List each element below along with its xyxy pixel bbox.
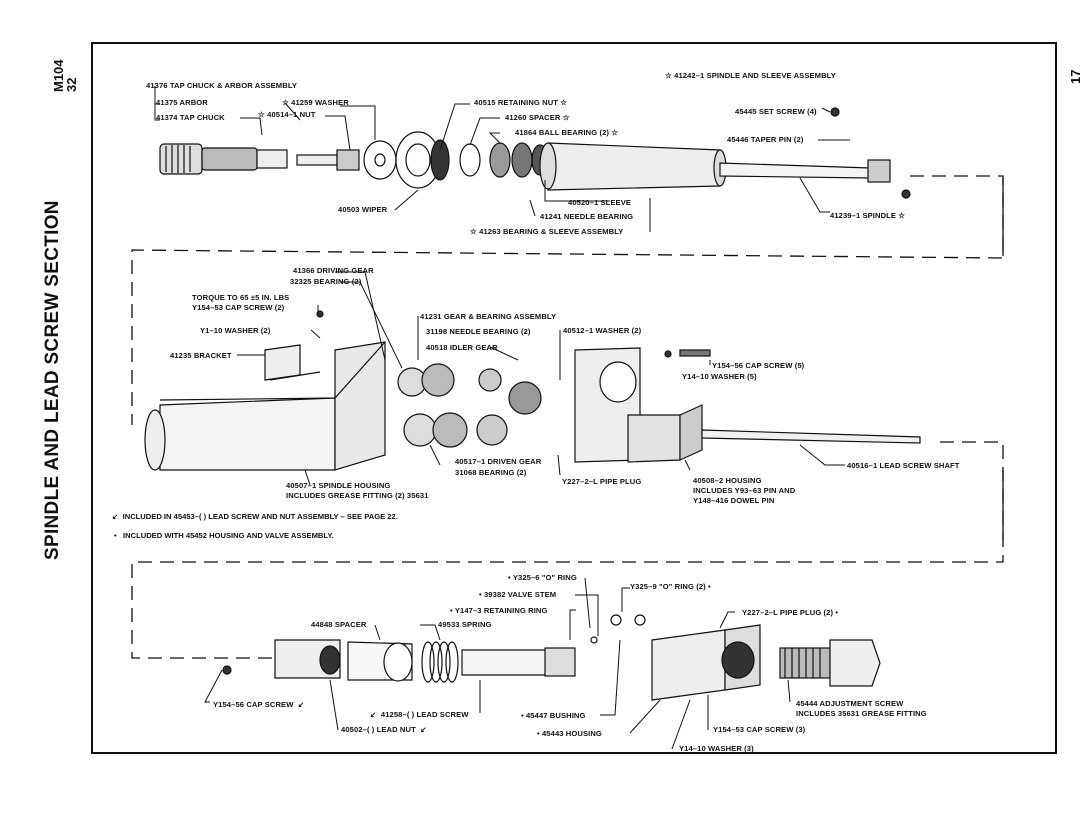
- label-washer: ☆ 41259 WASHER: [282, 98, 349, 107]
- retaining-nut-shape: [430, 139, 450, 181]
- label-arbor: 41375 ARBOR: [156, 98, 208, 107]
- label-set-screw: 45445 SET SCREW (4): [735, 107, 817, 116]
- label-washer-40512: 40512–1 WASHER (2): [563, 326, 642, 335]
- label-needle-bearing: 41241 NEEDLE BEARING: [540, 212, 634, 221]
- label-cap-screw-3: Y154–53 CAP SCREW (3): [713, 725, 806, 734]
- spacer-44848-shape: [347, 641, 413, 682]
- label-cap-screw-56-text: Y154–56 CAP SCREW: [213, 700, 294, 709]
- section-dividers: [131, 175, 1004, 659]
- label-spring: 49533 SPRING: [438, 620, 492, 629]
- adjustment-screw-shape: [779, 639, 881, 687]
- lead-screw-parts: [222, 614, 881, 701]
- housing-40508-shape: [574, 347, 703, 463]
- label-nut: ☆ 40514–1 NUT: [258, 110, 316, 119]
- label-ball-bearing: 41864 BALL BEARING (2) ☆: [515, 128, 619, 137]
- spring-shape: [421, 641, 459, 683]
- driven-gear-shape: [403, 413, 437, 447]
- spindle-assembly-title: ☆ 41242–1 SPINDLE AND SLEEVE ASSEMBLY: [665, 71, 836, 80]
- label-driven-gear: 40517–1 DRIVEN GEAR: [455, 457, 542, 466]
- note-housing-valve-assembly: • INCLUDED WITH 45452 HOUSING AND VALVE …: [114, 531, 334, 540]
- label-sleeve: 40520–1 SLEEVE: [568, 198, 632, 207]
- label-taper-pin: 45446 TAPER PIN (2): [727, 135, 804, 144]
- label-retaining-nut: 40515 RETAINING NUT ☆: [474, 98, 568, 107]
- label-tap-chuck-arbor: 41376 TAP CHUCK & ARBOR ASSEMBLY: [146, 81, 298, 90]
- label-gear-bearing-assembly: 41231 GEAR & BEARING ASSEMBLY: [420, 312, 557, 321]
- spacer-shape: [459, 143, 481, 177]
- label-lead-screw: ↙ 41258–( ) LEAD SCREW: [370, 710, 469, 719]
- dashed-divider-2: [131, 441, 1004, 659]
- label-washer-2: Y1–10 WASHER (2): [200, 326, 271, 335]
- dashed-divider-1: [131, 175, 1004, 425]
- cap-screw-shape: [664, 350, 672, 358]
- sleeve-shape: [539, 142, 727, 191]
- label-tap-chuck: 41374 TAP CHUCK: [156, 113, 225, 122]
- label-housing-40508: 40508–2 HOUSING: [693, 476, 762, 485]
- o-ring-shape: [590, 636, 598, 644]
- lead-nut-shape: [274, 639, 341, 679]
- note-1-text: INCLUDED IN 45453–( ) LEAD SCREW AND NUT…: [122, 512, 398, 521]
- label-valve-stem: • 39382 VALVE STEM: [479, 590, 557, 599]
- label-retaining-ring: • Y147–3 RETAINING RING: [450, 606, 548, 615]
- label-cap-screw-56: Y154–56 CAP SCREW ↙: [213, 700, 305, 709]
- label-washer-5: Y14–10 WASHER (5): [682, 372, 757, 381]
- lead-screw-shaft-shape: [701, 429, 921, 444]
- label-lead-screw-shaft: 40516–1 LEAD SCREW SHAFT: [847, 461, 960, 470]
- label-cap-screw-5: Y154–56 CAP SCREW (5): [712, 361, 805, 370]
- housing-45443-shape: [651, 624, 761, 701]
- label-spacer-44848: 44848 SPACER: [311, 620, 367, 629]
- label-bushing: • 45447 BUSHING: [521, 711, 586, 720]
- label-adjustment-includes: INCLUDES 35631 GREASE FITTING: [796, 709, 927, 718]
- tap-chuck-shape: [159, 143, 288, 175]
- bracket-shape: [264, 344, 321, 381]
- note-lead-screw-assembly: ↙ INCLUDED IN 45453–( ) LEAD SCREW AND N…: [112, 512, 398, 521]
- idler-gear-shape: [508, 381, 542, 415]
- label-wiper: 40503 WIPER: [338, 205, 388, 214]
- spindle-shaft-shape: [719, 159, 891, 183]
- label-bearing-32325: 32325 BEARING (2): [290, 277, 362, 286]
- label-o-ring-6: • Y325–6 "O" RING: [508, 573, 577, 582]
- label-lead-nut-text: 40502–( ) LEAD NUT: [341, 725, 416, 734]
- spindle-housing-shape: [144, 341, 386, 471]
- label-pipe-plug: Y227–2–L PIPE PLUG: [562, 477, 642, 486]
- label-adjustment-screw: 45444 ADJUSTMENT SCREW: [796, 699, 904, 708]
- label-o-ring-9: Y325–9 "O" RING (2) •: [630, 582, 711, 591]
- bearing-31068-shape: [476, 414, 508, 446]
- label-bracket: 41235 BRACKET: [170, 351, 232, 360]
- label-spacer: 41260 SPACER ☆: [505, 113, 570, 122]
- label-housing-45443: • 45443 HOUSING: [537, 729, 602, 738]
- label-spindle: 41239–1 SPINDLE ☆: [830, 211, 906, 220]
- label-torque: TORQUE TO 65 ±5 IN. LBS: [192, 293, 290, 302]
- gear-bearing-shape: [478, 368, 502, 392]
- arbor-shape: [296, 149, 360, 171]
- label-lead-nut: 40502–( ) LEAD NUT ↙: [341, 725, 427, 734]
- label-needle-bearing-2: 31198 NEEDLE BEARING (2): [426, 327, 531, 336]
- spindle-parts: [159, 107, 911, 199]
- label-driving-gear: 41366 DRIVING GEAR: [293, 266, 374, 275]
- label-bearing-sleeve-assembly: ☆ 41263 BEARING & SLEEVE ASSEMBLY: [470, 227, 624, 236]
- label-cap-screw-2: Y154–53 CAP SCREW (2): [192, 303, 285, 312]
- ball-bearing-shape: [489, 142, 511, 178]
- leader-lines: [154, 86, 850, 750]
- set-screw-shape: [830, 107, 840, 117]
- label-dowel-pin: Y148–416 DOWEL PIN: [693, 496, 775, 505]
- diagram-frame: [91, 42, 1057, 754]
- label-grease-fitting: INCLUDES GREASE FITTING (2) 35631: [286, 491, 429, 500]
- label-washer-3: Y14–10 WASHER (3): [679, 744, 754, 753]
- label-spindle-housing: 40507–1 SPINDLE HOUSING: [286, 481, 391, 490]
- label-idler-gear: 40518 IDLER GEAR: [426, 343, 498, 352]
- gear-section-parts: [144, 310, 921, 471]
- note-2-text: INCLUDED WITH 45452 HOUSING AND VALVE AS…: [123, 531, 334, 540]
- label-bearing-31068: 31068 BEARING (2): [455, 468, 527, 477]
- label-pipe-plug-2: Y227–2–L PIPE PLUG (2) •: [742, 608, 839, 617]
- label-lead-screw-text: 41258–( ) LEAD SCREW: [380, 710, 469, 719]
- label-housing-includes: INCLUDES Y93–63 PIN AND: [693, 486, 796, 495]
